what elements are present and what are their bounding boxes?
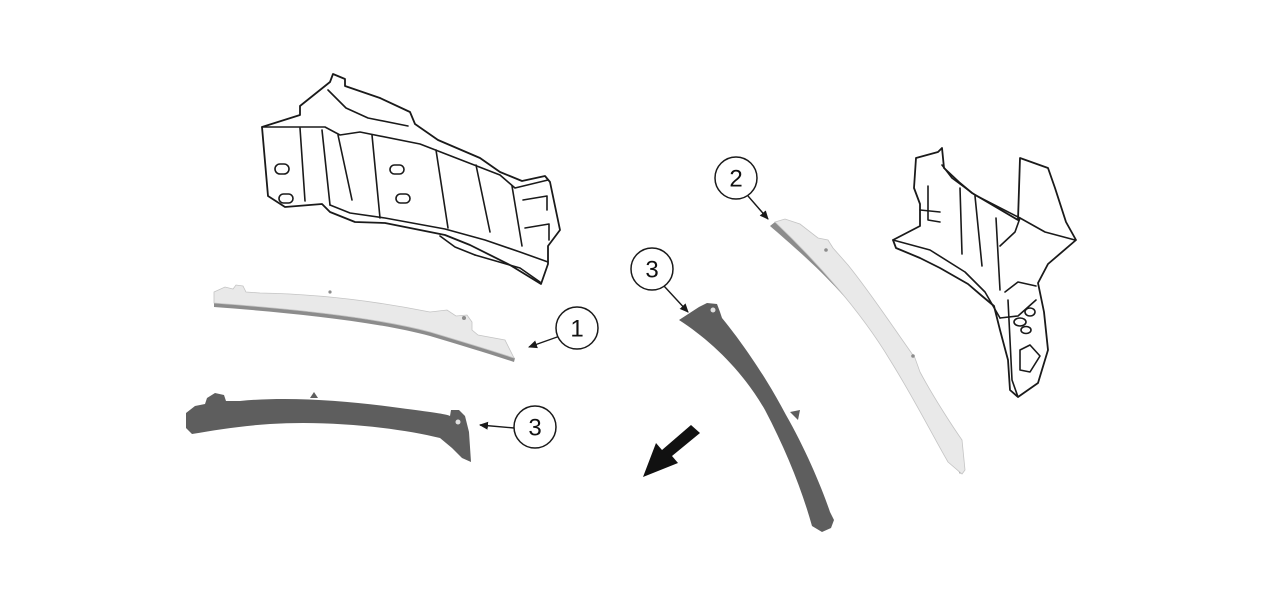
- bracket-assembly-left: [261, 73, 561, 285]
- callout-1-label: 1: [570, 316, 583, 343]
- callout-3a: 3: [479, 405, 557, 449]
- callout-3a-label: 3: [528, 415, 541, 442]
- part-3-strip-left: [186, 392, 471, 462]
- callout-2-label: 2: [729, 166, 742, 193]
- callout-3b: 3: [630, 247, 689, 313]
- callout-3b-label: 3: [645, 257, 658, 284]
- direction-arrow: [643, 425, 700, 477]
- part-1-strip: [213, 284, 515, 362]
- part-3-strip-center: [679, 303, 834, 532]
- callout-2: 2: [714, 156, 769, 220]
- bracket-assembly-right: [892, 147, 1077, 398]
- part-2-strip: [770, 218, 966, 475]
- callout-1: 1: [528, 306, 599, 350]
